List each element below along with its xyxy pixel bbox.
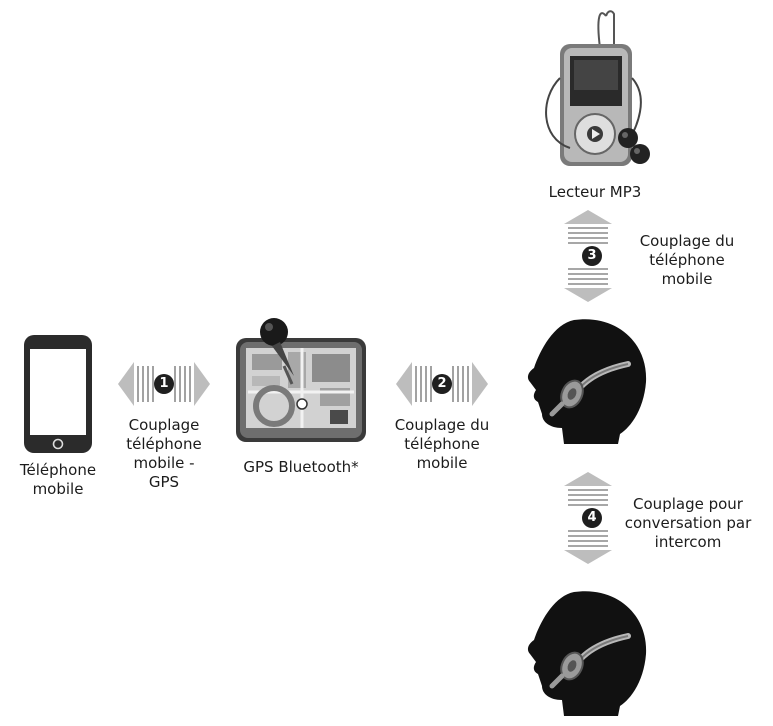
pairing-number-1: 1: [159, 376, 169, 391]
mp3-label: Lecteur MP3: [548, 183, 642, 201]
pairing-number-3: 3: [587, 248, 597, 263]
mobile-phone-icon: [22, 333, 94, 455]
pairing-badge-2: [432, 374, 452, 394]
mp3-player-icon: [540, 8, 660, 173]
pairing-badge-4: [582, 508, 602, 528]
rider-head-icon: [524, 316, 650, 444]
pairing-number-2: 2: [437, 376, 447, 391]
pairing-arrow-4: [562, 472, 614, 564]
pairing-arrow-2: [396, 360, 488, 408]
pairing-arrow-1: [118, 360, 210, 408]
pairing-label-4: Couplage pour conversation par intercom: [624, 495, 752, 551]
phone-label: Téléphone mobile: [19, 461, 97, 498]
gps-device-icon: [234, 314, 368, 446]
passenger-head-icon: [524, 588, 650, 716]
pairing-label-2: Couplage du téléphone mobile: [394, 416, 490, 472]
pairing-badge-3: [582, 246, 602, 266]
pairing-badge-1: [154, 374, 174, 394]
gps-label: GPS Bluetooth*: [243, 458, 359, 476]
pairing-label-1: Couplage téléphone mobile - GPS: [126, 416, 202, 491]
pairing-label-3: Couplage du téléphone mobile: [639, 232, 735, 288]
pairing-arrow-3: [562, 210, 614, 302]
pairing-number-4: 4: [587, 510, 597, 525]
